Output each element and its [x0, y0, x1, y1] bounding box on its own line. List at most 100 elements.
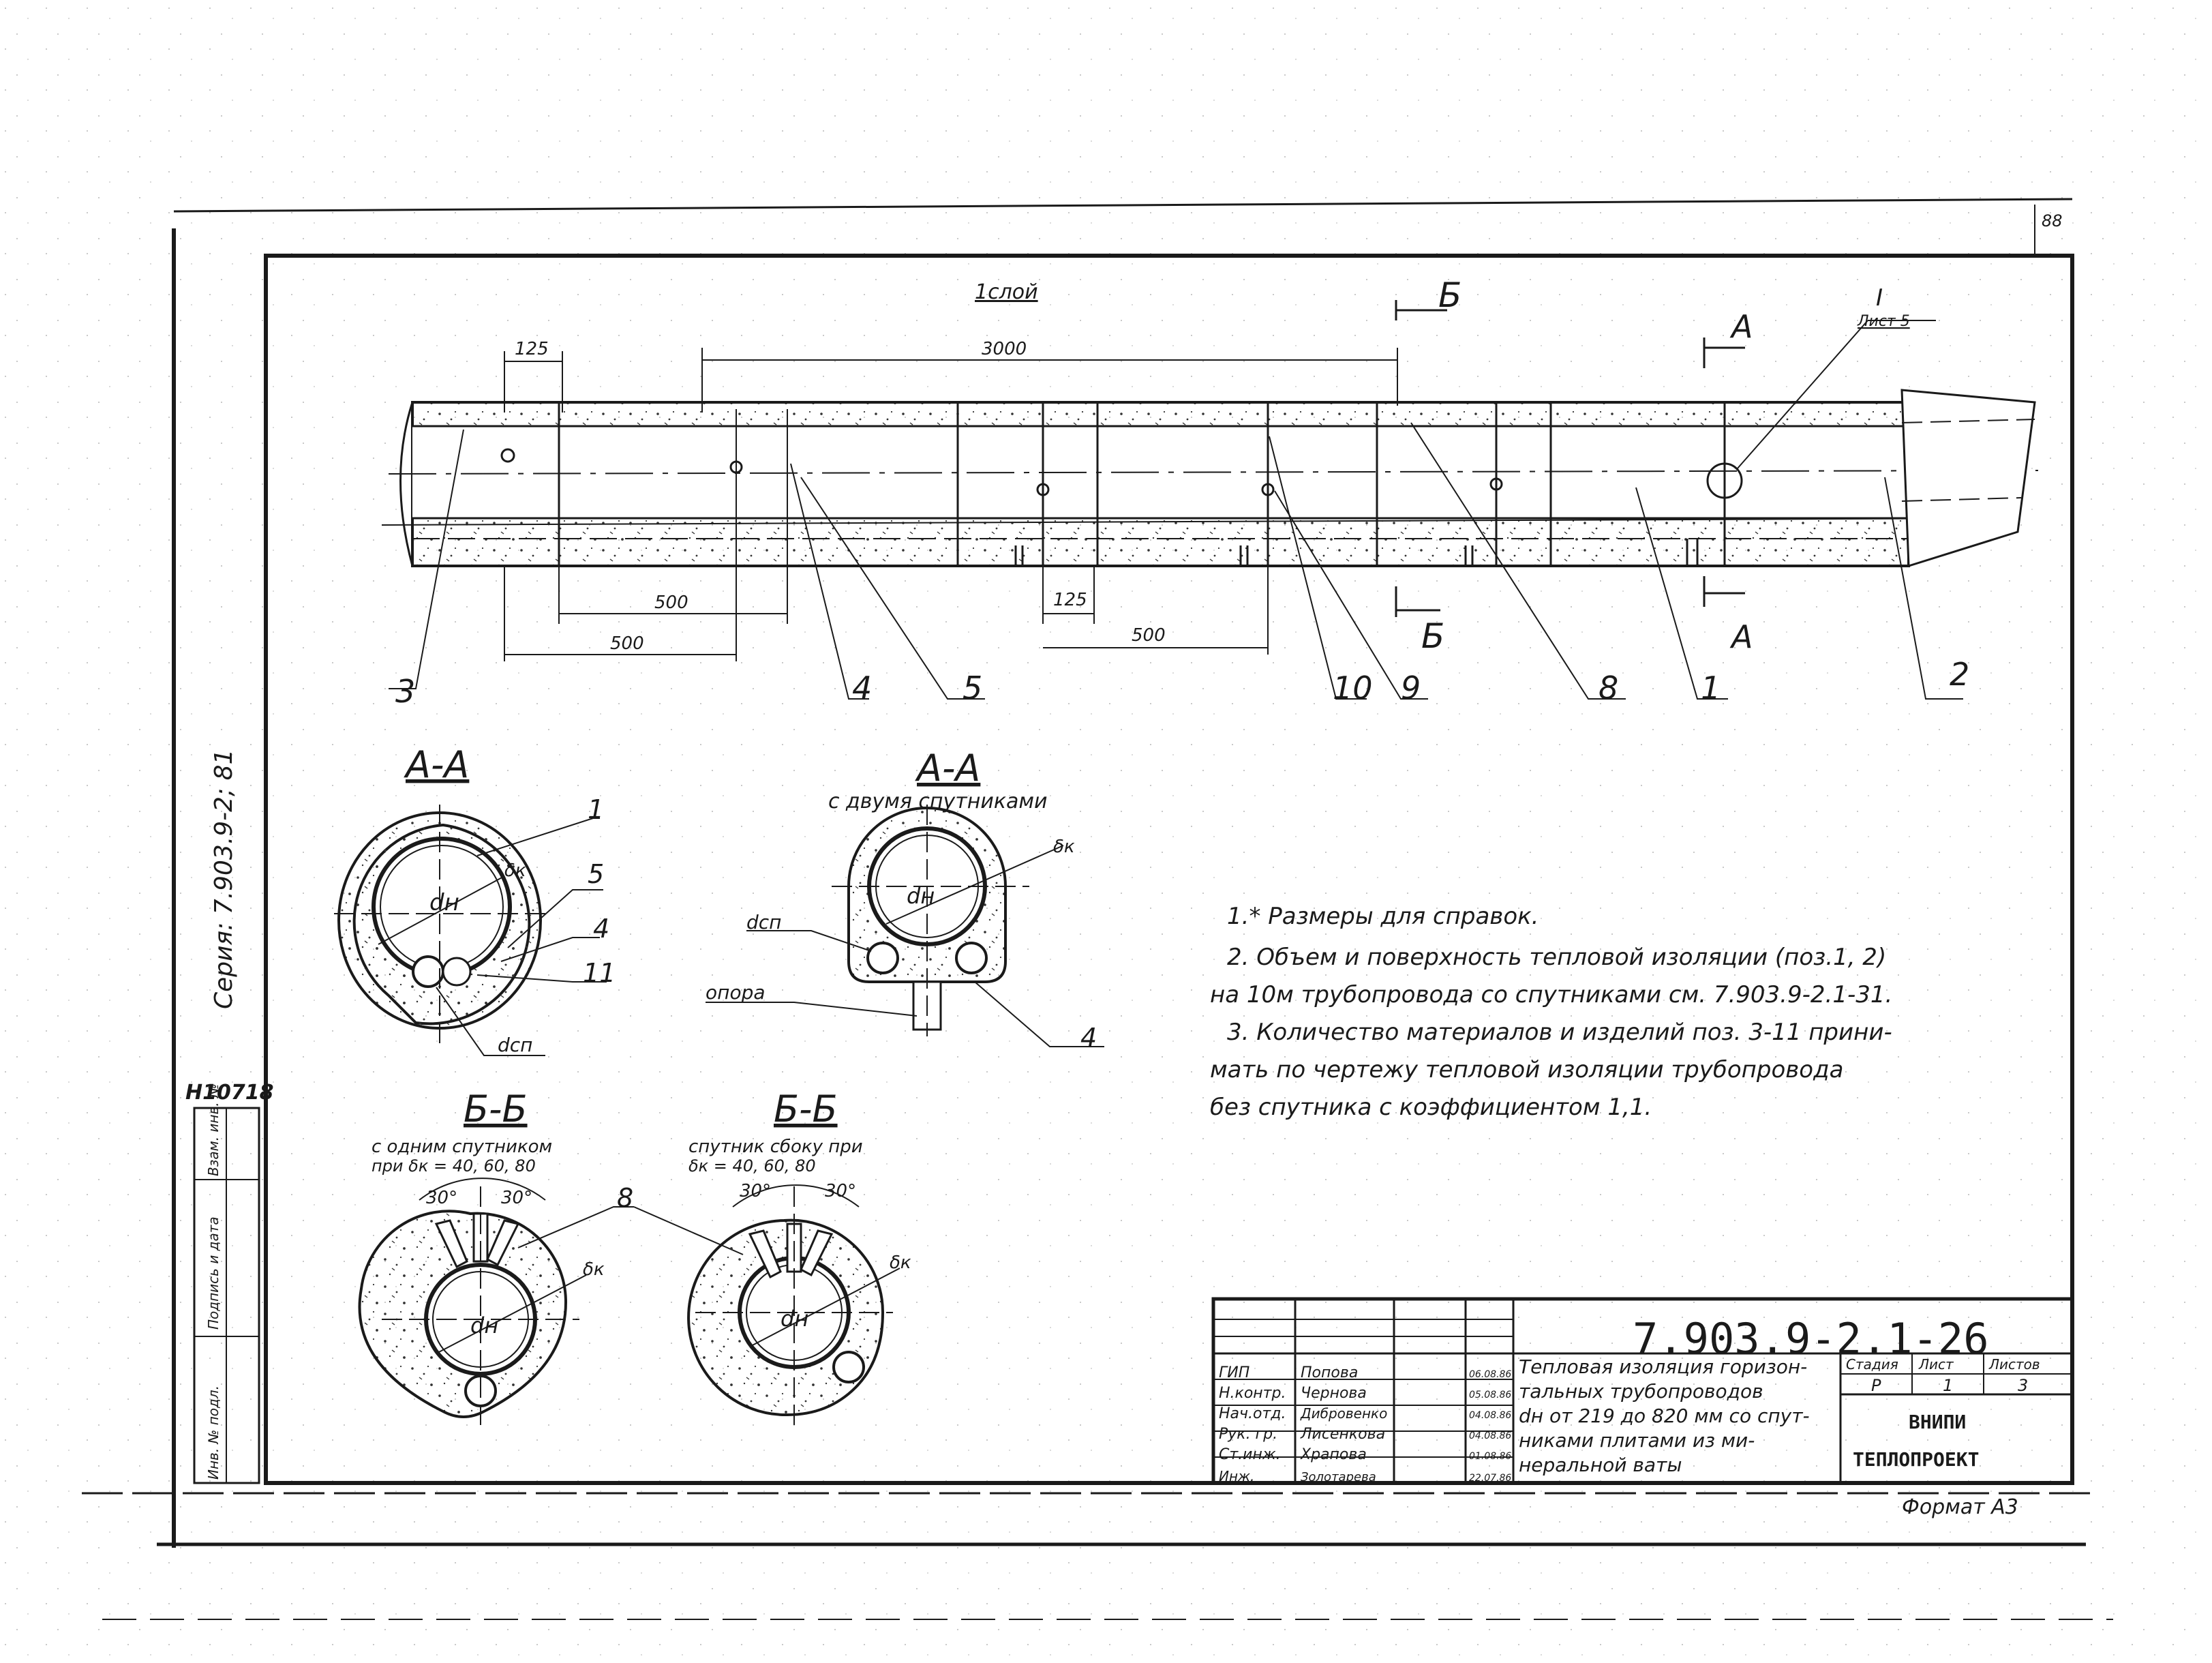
section-aa-double: А-А с двумя спутниками dн δк dсп опора 4	[706, 747, 1104, 1053]
callout-1: 1	[1701, 670, 1721, 706]
note-line-2: 2. Объем и поверхность тепловой изоляции…	[1227, 944, 1886, 971]
section-aa2-title: А-А	[915, 747, 980, 790]
dim-500-b: 500	[610, 633, 644, 654]
date-6: 22.07.86	[1469, 1473, 1511, 1484]
cut-a-bottom: А	[1729, 618, 1753, 655]
dim-500-c: 500	[1132, 625, 1166, 646]
note-line-3: на 10м трубопровода со спутниками см. 7.…	[1210, 981, 1892, 1008]
cut-b-top: Б	[1438, 275, 1461, 315]
bb1-dk: δк	[583, 1259, 605, 1280]
callout-3: 3	[395, 673, 415, 710]
aa1-callout-1: 1	[588, 794, 604, 824]
role-3: Нач.отд.	[1219, 1405, 1286, 1422]
callout-9: 9	[1401, 670, 1421, 706]
notes: 1.* Размеры для справок. 2. Объем и пове…	[1210, 903, 1892, 1121]
aa1-callout-11: 11	[583, 958, 616, 988]
note-line-1: 1.* Размеры для справок.	[1227, 903, 1539, 930]
aa2-dk: δк	[1053, 837, 1075, 857]
desc-line-2: тальных трубопроводов	[1519, 1380, 1763, 1403]
section-bb-side: Б-Б спутник сбоку при δк = 40, 60, 80 30…	[687, 1088, 911, 1425]
role-4: Рук. гр.	[1219, 1426, 1277, 1443]
callout-8: 8	[1599, 670, 1618, 706]
org-line-2: ТЕПЛОПРОЕКТ	[1853, 1448, 1979, 1471]
replace-inv-label: Взам. инв. №	[205, 1083, 222, 1176]
section-bb2-title: Б-Б	[774, 1088, 838, 1130]
section-bb1-subtitle2: при δк = 40, 60, 80	[372, 1156, 536, 1175]
detail-sheet-ref: Лист 5	[1857, 313, 1910, 330]
title-block: 7.903.9-2.1-26 ГИП Попова 06.08.86 Н.кон…	[1211, 1297, 2074, 1485]
section-aa-single: А-А dн δк dсп 1 5 4 11	[334, 743, 616, 1056]
name-6: Золотарева	[1301, 1470, 1376, 1484]
section-bb2-subtitle2: δк = 40, 60, 80	[688, 1156, 816, 1175]
role-6: Инж.	[1219, 1468, 1254, 1484]
aa2-support: опора	[706, 981, 766, 1004]
cut-b-bottom: Б	[1421, 616, 1444, 656]
callout-10: 10	[1333, 670, 1373, 706]
pipe-plan-view: 1слой	[381, 275, 2039, 710]
sheet-frames	[82, 198, 2113, 1620]
name-5: Храпова	[1300, 1446, 1367, 1463]
stage-value: Р	[1871, 1376, 1881, 1395]
name-3: Дибровенко	[1300, 1405, 1387, 1422]
bb2-angle-right: 30°	[825, 1181, 856, 1201]
name-1: Попова	[1301, 1364, 1358, 1381]
side-stamp: Серия: 7.903.9-2; 81 Н10718 Взам. инв. №…	[185, 749, 273, 1484]
cut-a-top: А	[1729, 308, 1753, 345]
sign-date-label: Подпись и дата	[205, 1216, 222, 1330]
aa2-dn: dн	[907, 883, 935, 909]
callout-4: 4	[852, 670, 872, 706]
date-3: 04.08.86	[1469, 1410, 1511, 1421]
bb2-dk: δк	[890, 1253, 911, 1273]
bb2-dn: dн	[781, 1306, 808, 1332]
detail-circle	[1706, 462, 1743, 499]
date-5: 01.08.86	[1469, 1451, 1511, 1462]
format-label: Формат А3	[1902, 1495, 2018, 1519]
aa1-dsp: dсп	[498, 1034, 532, 1056]
aa1-dk: δк	[504, 860, 526, 881]
bb-callout-8: 8	[617, 1183, 633, 1213]
section-bb1-subtitle: с одним спутником	[372, 1137, 552, 1157]
section-bb2-subtitle: спутник сбоку при	[688, 1137, 863, 1157]
archive-number: Н10718	[185, 1081, 273, 1105]
detail-mark: I	[1876, 284, 1883, 312]
section-bb-single: Б-Б с одним спутником при δк = 40, 60, 8…	[358, 1088, 744, 1425]
date-1: 06.08.86	[1469, 1369, 1511, 1380]
desc-line-5: неральной ваты	[1519, 1454, 1682, 1476]
role-1: ГИП	[1219, 1364, 1249, 1381]
sheets-value: 3	[2018, 1376, 2028, 1395]
aa2-dsp: dсп	[746, 911, 781, 933]
aa1-dn: dн	[429, 889, 459, 916]
dim-3000: 3000	[982, 339, 1027, 359]
desc-line-3: dн от 219 до 820 мм со спут-	[1519, 1405, 1810, 1427]
note-line-6: без спутника с коэффициентом 1,1.	[1210, 1094, 1652, 1121]
bb1-angle-left: 30°	[426, 1188, 457, 1208]
desc-line-4: никами плитами из ми-	[1519, 1429, 1755, 1452]
note-line-5: мать по чертежу тепловой изоляции трубоп…	[1210, 1056, 1843, 1083]
sheet-value: 1	[1943, 1376, 1953, 1395]
name-2: Чернова	[1301, 1385, 1367, 1402]
callout-2: 2	[1950, 656, 1969, 693]
sheet-label: Лист	[1918, 1356, 1954, 1373]
layer-label: 1слой	[975, 280, 1038, 304]
doc-number: 7.903.9-2.1-26	[1633, 1314, 1989, 1364]
org-line-1: ВНИПИ	[1909, 1411, 1966, 1433]
note-line-4: 3. Количество материалов и изделий поз. …	[1227, 1019, 1892, 1046]
bb1-angle-right: 30°	[501, 1188, 532, 1208]
aa1-callout-5: 5	[588, 859, 604, 889]
dim-125-mid: 125	[1053, 590, 1087, 610]
desc-line-1: Тепловая изоляция горизон-	[1519, 1355, 1807, 1378]
role-2: Н.контр.	[1219, 1385, 1286, 1402]
name-4: Лисенкова	[1300, 1426, 1385, 1443]
aa2-callout-4: 4	[1080, 1023, 1097, 1053]
role-5: Ст.инж.	[1219, 1446, 1281, 1463]
dim-125-top: 125	[515, 339, 549, 359]
date-4: 04.08.86	[1469, 1430, 1511, 1441]
bb1-dn: dн	[470, 1313, 498, 1338]
inv-orig-label: Инв. № подл.	[205, 1385, 222, 1480]
sheets-label: Листов	[1988, 1356, 2040, 1373]
date-2: 05.08.86	[1469, 1390, 1511, 1400]
bb2-angle-left: 30°	[740, 1181, 771, 1201]
section-bb1-title: Б-Б	[464, 1088, 528, 1130]
series-label: Серия: 7.903.9-2; 81	[210, 749, 238, 1009]
